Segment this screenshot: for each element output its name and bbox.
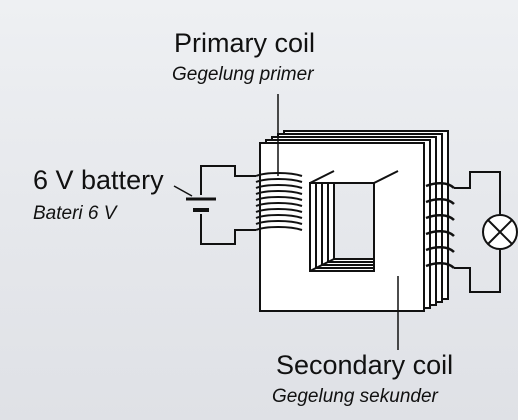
- core-lamination-1: [259, 142, 425, 312]
- bulb-icon: [482, 214, 518, 250]
- primary-coil-label-malay: Gegelung primer: [172, 64, 314, 85]
- secondary-coil: [425, 182, 455, 269]
- primary-coil: [255, 172, 303, 231]
- battery-label: 6 V battery: [33, 165, 164, 195]
- laminated-iron-core: [259, 130, 449, 312]
- battery-circuit-wire: [200, 165, 256, 245]
- secondary-coil-label-malay: Gegelung sekunder: [272, 386, 438, 407]
- label-pointers: [173, 94, 399, 350]
- primary-coil-label: Primary coil: [174, 28, 316, 58]
- battery-pointer: [173, 185, 193, 197]
- secondary-coil-label: Secondary coil: [276, 350, 454, 380]
- battery-symbol: [186, 197, 216, 212]
- secondary-circuit-wire: [454, 171, 501, 293]
- battery-label-malay: Bateri 6 V: [33, 203, 117, 224]
